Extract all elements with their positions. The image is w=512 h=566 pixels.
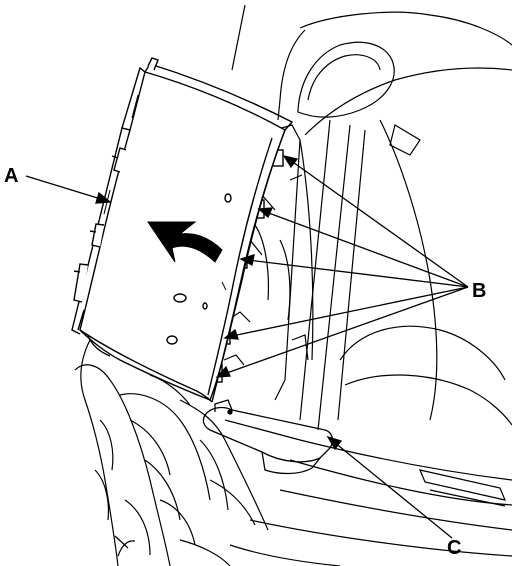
leader-line-a <box>25 175 105 201</box>
arrowhead-b <box>282 155 299 169</box>
leader-line-b <box>223 286 469 375</box>
arrowhead-a <box>95 191 112 204</box>
part-c-bracket <box>202 399 334 475</box>
callout-b: B <box>472 280 486 302</box>
leader-line-b <box>289 159 469 288</box>
arrowhead-b <box>257 207 274 219</box>
inner-side-panel <box>223 124 314 401</box>
arrowhead-c <box>326 435 343 451</box>
callout-c: C <box>447 537 461 559</box>
arrowhead-b <box>215 365 231 378</box>
curved-arrow-icon <box>147 221 223 263</box>
callout-a: A <box>4 165 18 187</box>
leader-line-b <box>247 259 469 288</box>
leader-line-b <box>231 286 469 337</box>
leader-line-b <box>265 211 469 288</box>
body-structure <box>229 4 512 566</box>
leader-lines <box>25 155 469 539</box>
arrowhead-b <box>223 328 239 340</box>
arrowhead-b <box>239 254 255 266</box>
leader-line-c <box>333 441 453 539</box>
